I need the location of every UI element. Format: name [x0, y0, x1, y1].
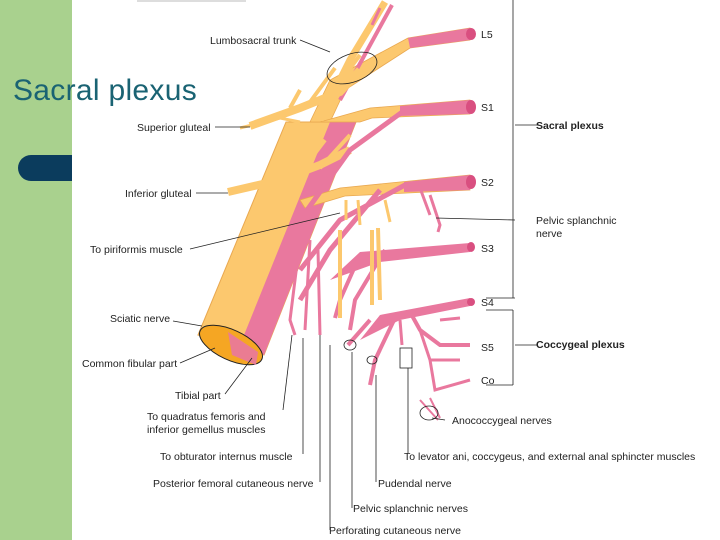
accent-tab — [18, 155, 82, 181]
superior-gluteal-label: Superior gluteal — [137, 122, 211, 134]
slide-title: Sacral plexus — [13, 74, 197, 107]
sciatic-nerve-label: Sciatic nerve — [110, 313, 170, 325]
root-s1-label: S1 — [481, 102, 494, 114]
root-s3-label: S3 — [481, 243, 494, 255]
s1-pink-root — [400, 100, 470, 116]
anococcygeal-label: Anococcygeal nerves — [452, 415, 552, 427]
root-s5-label: S5 — [481, 342, 494, 354]
inferior-gluteal-label: Inferior gluteal — [125, 188, 192, 200]
l5-pink-root — [408, 28, 470, 48]
s2-pink-root — [404, 175, 470, 192]
posterior-femoral-label: Posterior femoral cutaneous nerve — [153, 478, 314, 490]
pelvic-splanchnic-right-label-2: nerve — [536, 228, 562, 240]
sacral-plexus-label: Sacral plexus — [536, 120, 604, 132]
obturator-label: To obturator internus muscle — [160, 451, 293, 463]
perforating-label: Perforating cutaneous nerve — [329, 525, 461, 537]
quadratus-label-1: To quadratus femoris and — [147, 411, 266, 423]
pelvic-splanchnic-bottom-label: Pelvic splanchnic nerves — [353, 503, 468, 515]
root-l5-label: L5 — [481, 29, 493, 41]
coccygeal-plexus-label: Coccygeal plexus — [536, 339, 625, 351]
pudendal-label: Pudendal nerve — [378, 478, 452, 490]
s4-pink-root — [360, 298, 470, 340]
root-s4-label: S4 — [481, 297, 494, 309]
s3-pink-root — [330, 243, 470, 280]
common-fibular-label: Common fibular part — [82, 358, 177, 370]
quadratus-label-2: inferior gemellus muscles — [147, 424, 265, 436]
pelvic-splanchnic-right-label-1: Pelvic splanchnic — [536, 215, 617, 227]
root-co-label: Co — [481, 375, 495, 387]
levator-label: To levator ani, coccygeus, and external … — [404, 451, 695, 463]
root-s2-label: S2 — [481, 177, 494, 189]
piriformis-label: To piriformis muscle — [90, 244, 183, 256]
lumbosacral-trunk-label: Lumbosacral trunk — [210, 35, 297, 47]
left-accent-band — [0, 0, 72, 540]
superior-gluteal-nerve — [248, 67, 363, 130]
tibial-part-label: Tibial part — [175, 390, 221, 402]
